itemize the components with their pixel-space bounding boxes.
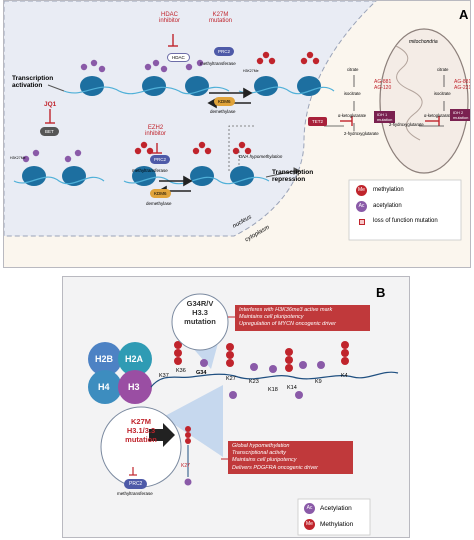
legend-b-ac-icon: Ac: [304, 503, 315, 514]
panel-b-letter: B: [376, 285, 386, 300]
ezh2-inhibitor-label: EZH2 inhibitor: [145, 125, 167, 137]
methyl-marks-bottom: [134, 141, 252, 155]
histone-h2a-shape: [118, 342, 152, 376]
methyltransferase-bottom: methyltransferase: [132, 168, 168, 173]
ag881-left-label: AG-881 AG-120: [374, 79, 392, 91]
g34-effect-1: Interferes with H3K36me3 active mark: [239, 307, 333, 313]
legend-lof-icon: [359, 219, 365, 225]
g34-effect-2: Maintains cell pluripotency: [239, 314, 304, 321]
citrate-left: citrate: [347, 67, 359, 72]
mitochondria-label: mitochondria: [409, 39, 438, 45]
jq1-label: JQ1: [44, 101, 57, 108]
legend-b-acetylation: Acetylation: [320, 505, 352, 512]
legend-b-me-icon: Me: [304, 519, 315, 530]
idh2-badge: IDH 2 mutation: [450, 109, 470, 121]
histone-h2b-shape: [88, 342, 122, 376]
histone-h3: H3: [128, 382, 140, 392]
legend-ac-icon: Ac: [356, 201, 367, 212]
legend-box-a: [348, 179, 462, 241]
isocitrate-right: isocitrate: [434, 91, 451, 96]
aketo-right: α-ketoglutarate: [424, 113, 453, 118]
g34-mutation-label: G34R/V H3.3 mutation: [184, 299, 216, 326]
demethylase-top: demethylase: [210, 109, 236, 114]
residue-k4: K4: [341, 373, 348, 379]
nucleosomes-top: [80, 76, 321, 96]
histone-h4: H4: [98, 382, 110, 392]
h3-tail: [150, 371, 399, 388]
transcription-repression-label: Transcription repression: [272, 169, 314, 183]
h3k27me-bottom-label: H3K27Me: [10, 156, 26, 160]
k27m-mutation-label: K27M mutation: [209, 12, 233, 24]
histone-h2b: H2B: [95, 354, 114, 364]
demethylase-bottom: demethylase: [146, 201, 172, 206]
hdac-badge: HDAC: [167, 53, 190, 62]
ag881-right-label: AG-881 AG-221: [454, 79, 471, 91]
legend-methylation: methylation: [373, 187, 404, 193]
k27m-effects-box: Global hypomethylation Transcriptional a…: [228, 441, 353, 474]
residue-k36: K36: [176, 368, 186, 374]
tet2-badge: TET2: [308, 117, 328, 126]
legend-b-methylation: Methylation: [320, 521, 354, 528]
legend-me-icon: Me: [356, 185, 367, 196]
residue-k18: K18: [268, 387, 278, 393]
acetyl-marks-top: [80, 59, 204, 73]
prc2-badge-top: PRC2: [214, 47, 235, 56]
panel-a-letter: A: [459, 7, 469, 22]
h3k27me-top-label: H3K27Me: [243, 69, 259, 73]
citrate-right: citrate: [437, 67, 449, 72]
residue-k9: K9: [315, 379, 322, 385]
k27m-effect-3: Maintains cell pluripotency: [232, 457, 297, 464]
hydroxy-right: 2-hydroxyglutarate: [389, 122, 424, 127]
panel-b: B G34R/V H3.3 mutation Interferes with H…: [62, 276, 410, 538]
histone-h4-shape: [88, 370, 122, 404]
kdm6-badge-top: KDM6: [214, 97, 235, 106]
mitochondria-shape: [379, 28, 469, 174]
isocitrate-left: isocitrate: [344, 91, 361, 96]
residue-k37: K37: [159, 373, 169, 379]
panel-a: A HDAC inhibitor K27M mutation HDAC PRC2…: [3, 0, 471, 268]
aketo-left: α-ketoglutarate: [338, 113, 367, 118]
kdm6-badge-bottom: KDM6: [150, 189, 171, 198]
transcription-activation-label: Transcription activation: [12, 75, 54, 89]
methyltransferase-top: methyltransferase: [200, 61, 236, 66]
legend-lof: loss of function mutation: [373, 218, 438, 224]
legend-acetylation: acetylation: [373, 203, 402, 209]
methyl-marks-top: [256, 51, 320, 65]
prc2-badge-b: PRC2: [124, 479, 148, 489]
panel-a-art: [4, 1, 469, 241]
residue-k27: K27: [226, 376, 236, 382]
hdac-inhibitor-label: HDAC inhibitor: [159, 12, 181, 24]
idh1-badge: IDH 1 mutation: [374, 111, 396, 123]
hydroxy-left: 2-hydroxyglutarate: [344, 131, 379, 136]
methyltransferase-b: methyltransferase: [117, 491, 153, 496]
big-arrow: [149, 423, 175, 447]
g34-effect-3: Upregulation of MYCN oncogenic driver: [239, 321, 336, 328]
k27m-mutation-label-b: K27M H3.1/3.3 mutation: [125, 417, 157, 444]
histone-h3-shape: [118, 370, 152, 404]
k27m-effect-2: Transcriptional activity: [232, 450, 286, 457]
residue-k14: K14: [287, 385, 297, 391]
g34-effects-box: Interferes with H3K36me3 active mark Mai…: [235, 305, 370, 331]
residue-g34: G34: [196, 370, 207, 376]
panel-b-art: [88, 293, 399, 536]
prc2-badge-bottom: PRC2: [150, 155, 171, 164]
k27m-effect-4: Delivers PDGFRA oncogenic driver: [232, 464, 318, 471]
acetyl-marks-bottom: [22, 149, 82, 163]
k27m-effect-1: Global hypomethylation: [232, 443, 290, 449]
zoom-triangle-bottom: [163, 385, 223, 457]
histone-h2a: H2A: [125, 354, 144, 364]
residue-k23: K23: [249, 379, 259, 385]
dna-hypomethylation-label: DNA hypomethylation: [239, 154, 283, 159]
k27-small-label: K27: [181, 463, 190, 469]
nucleosomes-bottom: [22, 166, 254, 186]
g34-callout-circle: [171, 293, 229, 351]
bet-badge: BET: [40, 127, 59, 136]
